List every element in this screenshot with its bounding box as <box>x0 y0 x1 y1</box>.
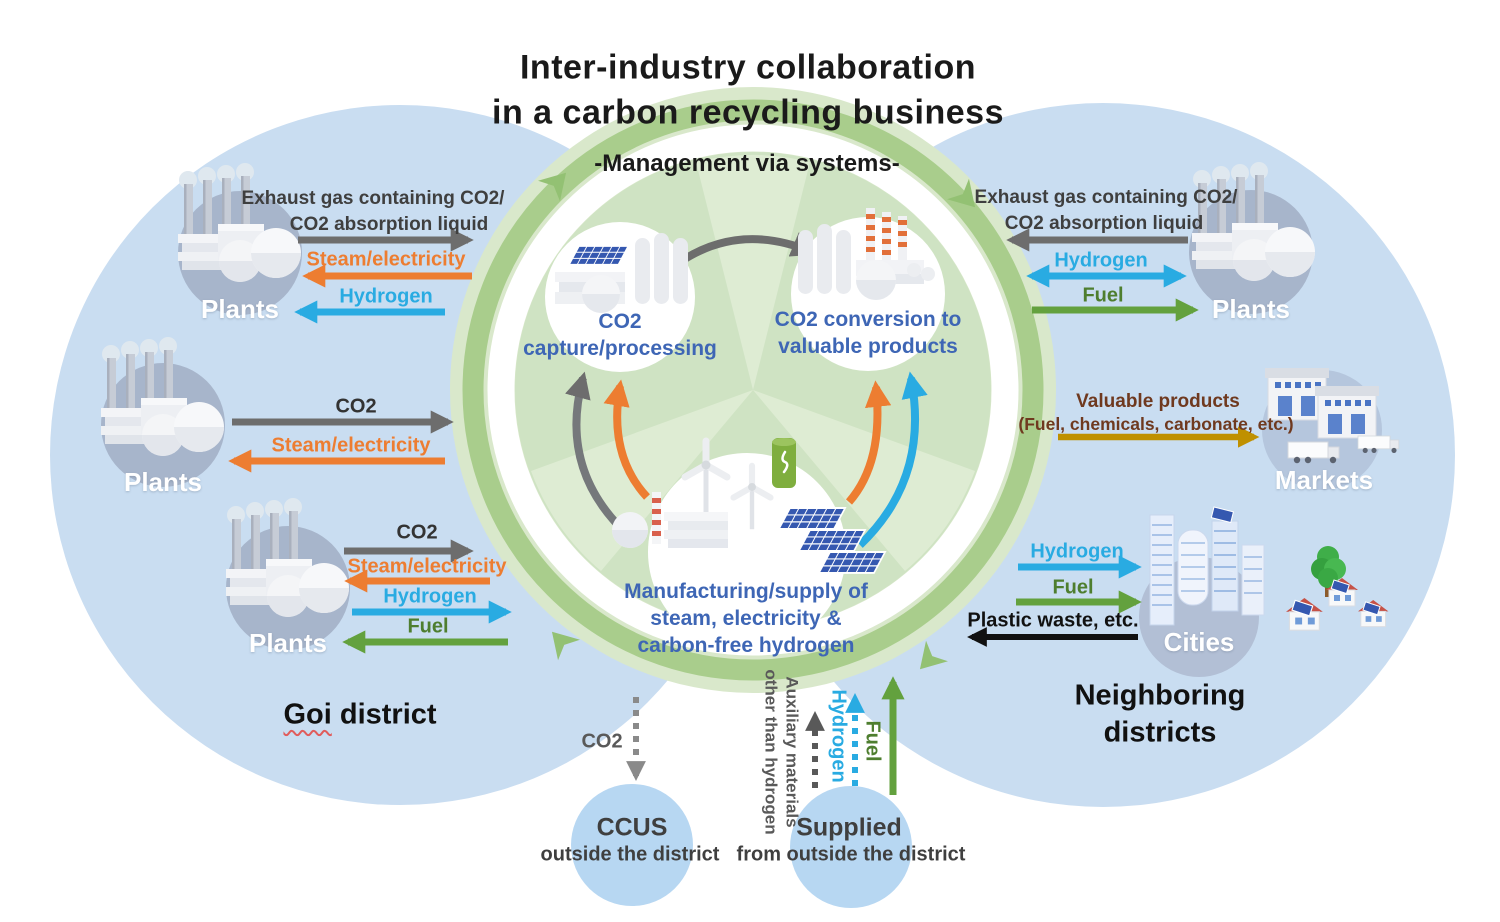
capture-to-conversion-arrow <box>677 232 819 266</box>
co2-capture-icon <box>555 233 688 313</box>
steam-label: Steam/electricity <box>306 248 466 271</box>
page-title-line2: in a carbon recycling business <box>492 93 1004 132</box>
outside-arrows <box>626 676 905 795</box>
page-subtitle: -Management via systems- <box>594 150 900 178</box>
neighboring-label-line1: Neighboring <box>1074 679 1246 712</box>
cities-icon <box>1149 506 1389 631</box>
auxiliary-line1: Auxiliary materials <box>782 676 802 828</box>
battery-icon <box>772 438 796 488</box>
valuable-products-label: Valuable products <box>1076 391 1240 413</box>
striped-chimneys <box>866 208 907 264</box>
capture-node-label-line1: CO2 <box>598 309 642 333</box>
page-title-line1: Inter-industry collaboration <box>519 48 977 87</box>
goi-flow-arrows <box>228 228 512 654</box>
capture-node-label-line2: capture/processing <box>523 336 717 360</box>
manufacturing-icon <box>612 438 887 574</box>
auxiliary-line2: other than hydrogen <box>761 669 780 835</box>
manufacturing-to-capture-steam-arrow <box>603 379 650 500</box>
plants-label: Plants <box>200 294 280 325</box>
cycle-chevron-icons <box>538 172 976 670</box>
exhaust-label-line2: CO2 absorption liquid <box>1004 213 1204 235</box>
ccus-label: CCUS <box>596 813 668 842</box>
plants-label: Plants <box>123 467 203 498</box>
steam-plant-icon <box>612 492 728 548</box>
hydrogen-label: Hydrogen <box>1030 540 1124 563</box>
neighboring-flow-arrows <box>967 228 1260 647</box>
manufacturing-node-label-line3: carbon-free hydrogen <box>637 633 855 657</box>
hydrogen-label: Hydrogen <box>339 285 433 308</box>
hydrogen-vertical-label: Hydrogen <box>827 689 850 783</box>
supplied-circle <box>790 786 912 908</box>
fuel-vertical-label: Fuel <box>861 720 884 762</box>
steam-label: Steam/electricity <box>347 555 507 578</box>
valuable-products-detail-label: (Fuel, chemicals, carbonate, etc.) <box>1018 413 1294 434</box>
supplied-label: Supplied <box>796 813 902 842</box>
co2-label: CO2 <box>396 521 438 544</box>
fuel-label: Fuel <box>407 615 449 638</box>
steam-label: Steam/electricity <box>271 434 431 457</box>
auxiliary-materials-label: Auxiliary materials other than hydrogen <box>760 669 803 834</box>
exhaust-label-line1: Exhaust gas containing CO2/ <box>974 187 1238 209</box>
supplied-sub-label: from outside the district <box>736 843 966 866</box>
plants-label: Plants <box>248 628 328 659</box>
manufacturing-node-label-line1: Manufacturing/supply of <box>624 579 868 603</box>
co2-label: CO2 <box>335 395 377 418</box>
fuel-label: Fuel <box>1052 576 1094 599</box>
manufacturing-to-capture-gray-arrow <box>565 371 631 538</box>
neighboring-label-line2: districts <box>1103 716 1217 749</box>
ccus-circle <box>571 784 693 906</box>
district-word: district <box>331 698 437 731</box>
ccus-sub-label: outside the district <box>540 843 720 866</box>
exhaust-label-line1: Exhaust gas containing CO2/ <box>241 188 505 210</box>
internal-cycle-arrows <box>565 232 928 548</box>
exhaust-label-line2: CO2 absorption liquid <box>289 214 489 236</box>
conversion-node-label-line2: valuable products <box>778 334 958 358</box>
manufacturing-node-circle <box>648 453 846 651</box>
hydrogen-label: Hydrogen <box>1054 249 1148 272</box>
cities-label: Cities <box>1163 627 1235 658</box>
markets-label: Markets <box>1274 465 1374 496</box>
co2-conversion-icon <box>798 208 935 300</box>
goi-district-label: Goi district <box>283 698 436 731</box>
fuel-label: Fuel <box>1082 284 1124 307</box>
co2-label: CO2 <box>581 730 623 753</box>
plants-label: Plants <box>1211 294 1291 325</box>
conversion-node-label-line1: CO2 conversion to <box>774 307 962 331</box>
manufacturing-node-label-line2: steam, electricity & <box>650 606 842 630</box>
manufacturing-to-conversion-steam-arrow <box>845 380 892 505</box>
goi-word: Goi <box>283 698 332 731</box>
hydrogen-label: Hydrogen <box>383 585 477 608</box>
plastic-waste-label: Plastic waste, etc. <box>967 609 1139 632</box>
manufacturing-to-conversion-hydrogen-arrow <box>857 371 928 548</box>
